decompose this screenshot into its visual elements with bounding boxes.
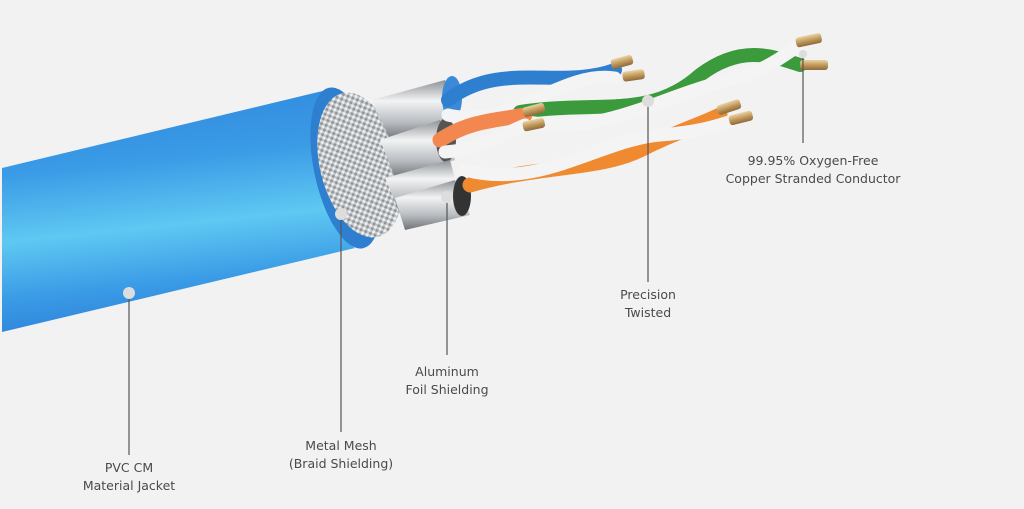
pvc-jacket — [2, 88, 355, 332]
dot-twist — [642, 95, 654, 107]
dot-foil — [441, 191, 453, 203]
braid-mesh — [317, 92, 403, 238]
dot-conductor — [799, 50, 807, 58]
label-jacket: PVC CM Material Jacket — [82, 460, 176, 493]
dot-jacket — [123, 287, 135, 299]
label-braid: Metal Mesh (Braid Shielding) — [288, 438, 394, 471]
label-foil: Aluminum Foil Shielding — [405, 364, 489, 397]
label-conductor: 99.95% Oxygen-Free Copper Stranded Condu… — [725, 153, 901, 186]
copper-conductors — [522, 33, 828, 132]
twisted-pairs — [432, 35, 812, 193]
callout-leaders — [123, 50, 807, 455]
label-twist: Precision Twisted — [620, 287, 676, 320]
dot-braid — [335, 208, 347, 220]
